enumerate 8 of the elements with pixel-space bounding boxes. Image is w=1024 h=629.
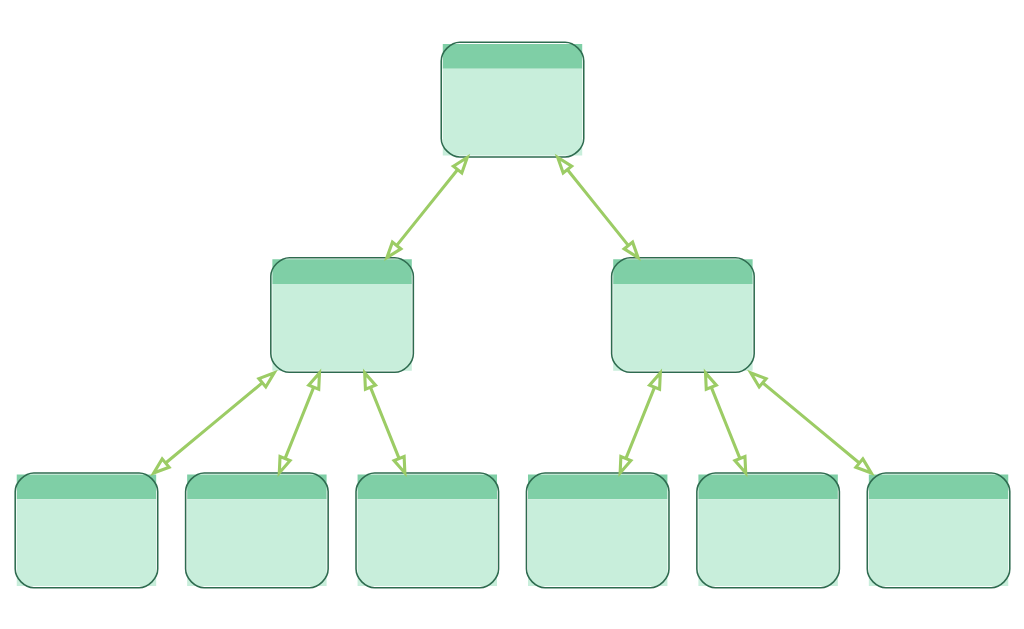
arrow (554, 153, 641, 261)
arrow (746, 369, 875, 476)
arrow (383, 153, 470, 261)
arrow (617, 368, 662, 477)
arrow (149, 369, 278, 476)
arrow (362, 368, 407, 477)
arrow (277, 368, 321, 477)
arrow (703, 368, 747, 477)
